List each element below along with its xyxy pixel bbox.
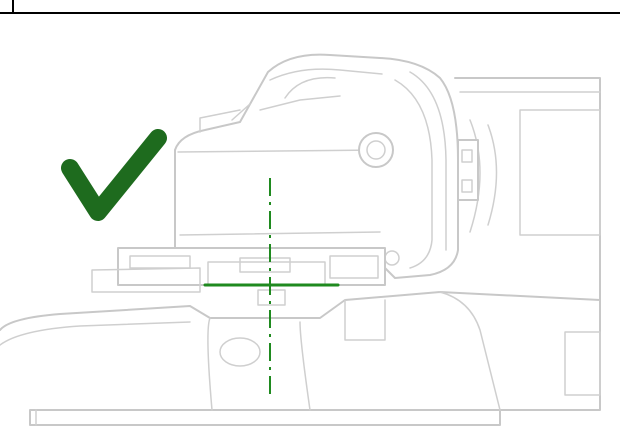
- checkmark-icon: [61, 129, 167, 221]
- lower-guard: [0, 291, 601, 426]
- top-border-tick: [12, 0, 14, 14]
- guard-clamp-flange: [91, 247, 386, 306]
- gear-head-housing: [174, 53, 459, 279]
- top-border-rule: [0, 0, 620, 14]
- alignment-marks: [203, 178, 340, 398]
- side-handle-connector: [457, 139, 479, 201]
